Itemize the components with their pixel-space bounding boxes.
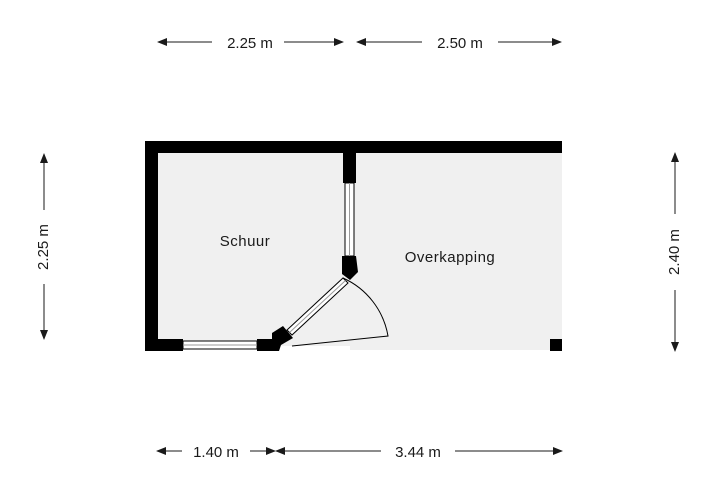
dimension-right: 2.40 m [666, 152, 683, 352]
room-label-schuur: Schuur [220, 233, 271, 250]
partition-wall-bottom [342, 256, 358, 280]
overkapping-floor [350, 153, 562, 350]
dimension-top-right-label: 2.50 m [437, 35, 483, 52]
dimension-right-label: 2.40 m [666, 229, 683, 275]
left-wall [145, 141, 158, 351]
door-swing-arc [291, 277, 389, 347]
bottom-window [182, 340, 258, 350]
room-label-overkapping: Overkapping [405, 249, 496, 266]
dimension-left: 2.25 m [35, 153, 52, 340]
dimension-bottom-right: 3.44 m [275, 444, 563, 461]
dimension-bottom-right-label: 3.44 m [395, 444, 441, 461]
dimension-bottom-left-label: 1.40 m [193, 444, 239, 461]
top-wall [145, 141, 562, 153]
door [286, 277, 389, 347]
dimension-bottom-left: 1.40 m [156, 444, 276, 461]
dimension-top-left: 2.25 m [157, 35, 344, 52]
dimension-top-right: 2.50 m [356, 35, 562, 52]
partition-wall-top [343, 153, 356, 183]
partition-window [344, 182, 355, 257]
corner-post [550, 339, 562, 351]
diagonal-wall-joint-lower-corner [272, 326, 293, 351]
schuur-floor [158, 153, 350, 346]
dimension-left-label: 2.25 m [35, 224, 52, 270]
walls [145, 141, 562, 351]
dimension-top-left-label: 2.25 m [227, 35, 273, 52]
bottom-wall-left [145, 339, 183, 351]
